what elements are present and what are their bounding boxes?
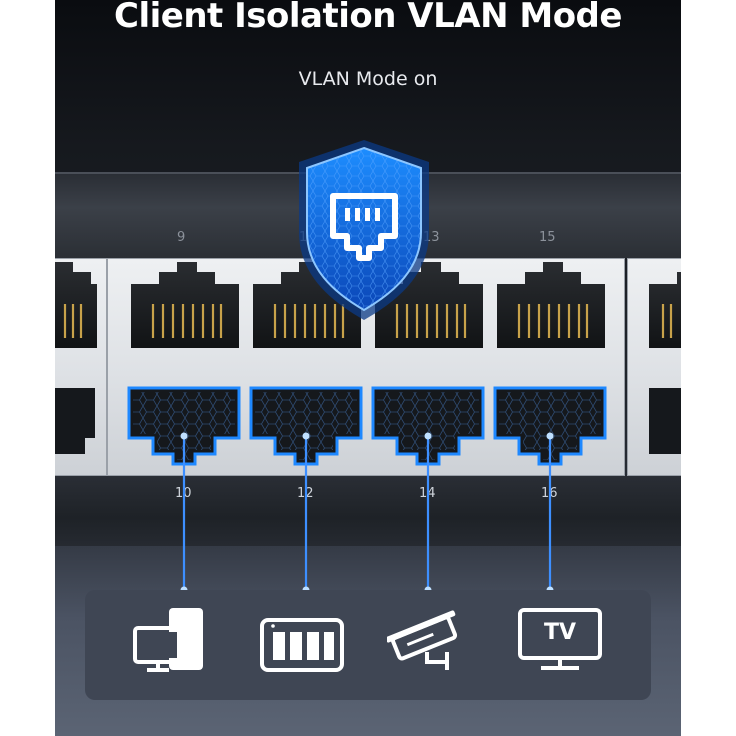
page-title: Client Isolation VLAN Mode [114,0,622,36]
illustration: Client Isolation VLAN Mode VLAN Mode on … [55,0,681,736]
port-label-15: 15 [539,230,556,245]
tv-label: TV [543,620,577,645]
page-subtitle: VLAN Mode on [298,68,438,90]
computer-icon [131,606,207,676]
shield-lan-icon [289,136,439,326]
security-camera-icon [387,604,469,676]
tv-icon: TV [517,606,603,674]
switch-bezel [55,476,681,546]
port-label-9: 9 [177,230,186,245]
connection-lines [180,432,554,594]
nas-icon [259,614,345,674]
port-bottom-row [55,386,681,466]
